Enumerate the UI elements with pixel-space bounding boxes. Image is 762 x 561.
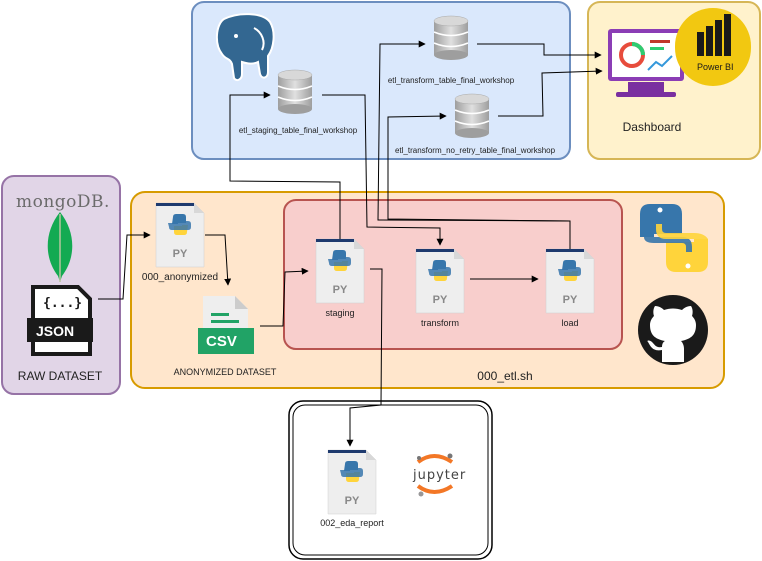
eda-script-label: 002_eda_report xyxy=(320,518,384,528)
json-file-icon xyxy=(27,285,93,356)
dashboard-icon xyxy=(608,29,684,97)
csv-file-icon xyxy=(198,296,254,354)
transform-table-label: etl_transform_table_final_workshop xyxy=(387,76,515,85)
staging-script-label: staging xyxy=(325,308,355,318)
postgresql-icon xyxy=(216,13,275,82)
jupyter-label: jupyter xyxy=(413,468,467,483)
arrow-no-retry-table-to-dashboard xyxy=(498,67,603,117)
transform-script-label: transform xyxy=(420,318,460,328)
load-script-label: load xyxy=(561,318,579,328)
connectors xyxy=(98,40,603,447)
anonymized-dataset-label: ANONYMIZED DATASET xyxy=(173,367,277,377)
dashboard-label: Dashboard xyxy=(622,120,682,134)
load-py-badge: PY xyxy=(562,294,578,306)
csv-badge: CSV xyxy=(206,333,237,350)
staging-table-label: etl_staging_table_final_workshop xyxy=(238,126,358,135)
no-retry-table-label: etl_transform_no_retry_table_final_works… xyxy=(394,146,556,155)
eda-container xyxy=(288,400,493,560)
jupyter-logo-icon xyxy=(416,453,454,497)
arrow-load-to-no-retry-table xyxy=(387,112,571,249)
no-retry-table-icon xyxy=(454,93,490,139)
json-braces: {...} xyxy=(43,296,83,311)
transform-py-badge: PY xyxy=(432,294,448,306)
mongodb-wordmark: mongoDB. xyxy=(16,192,110,212)
transform-table-icon xyxy=(433,15,469,61)
eda-container-inner xyxy=(292,404,489,556)
eda-py-badge: PY xyxy=(344,495,360,507)
arrow-csv-to-staging xyxy=(260,267,309,327)
arrow-staging-table-to-transform xyxy=(322,94,444,246)
arrow-staging-to-eda xyxy=(346,268,383,447)
arrow-transform-table-to-dashboard xyxy=(477,43,602,59)
staging-py-badge: PY xyxy=(332,284,348,296)
staging-table-icon xyxy=(277,69,313,115)
arrow-json-to-anonymized xyxy=(98,231,151,300)
etl-group-label: 000_etl.sh xyxy=(477,369,533,383)
anonymized-py-badge: PY xyxy=(172,248,188,260)
github-logo-icon xyxy=(638,295,708,365)
raw-dataset-label: RAW DATASET xyxy=(17,369,103,383)
json-badge: JSON xyxy=(36,323,75,339)
power-bi-label: Power BI xyxy=(697,62,734,72)
mongodb-leaf-icon xyxy=(47,212,73,282)
arrow-staging-to-staging-table xyxy=(229,91,341,239)
python-logo-icon xyxy=(640,204,708,272)
power-bi-icon xyxy=(675,8,751,86)
anonymized-script-label: 000_anonymized xyxy=(141,272,219,283)
arrow-anonymized-to-csv xyxy=(205,234,232,286)
